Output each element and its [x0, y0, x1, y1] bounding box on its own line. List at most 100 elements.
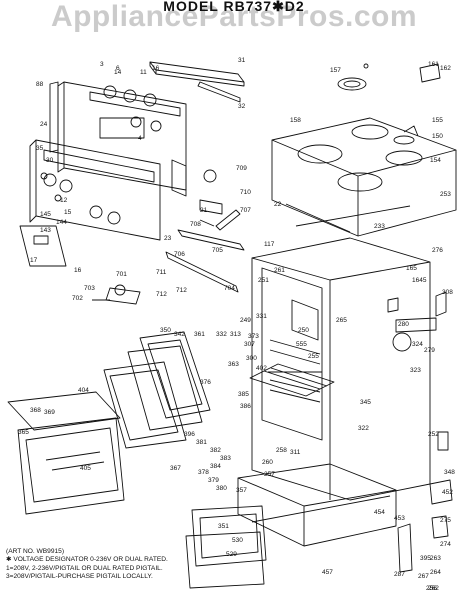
- part-label-705: 705: [212, 247, 223, 254]
- part-label-280: 280: [398, 321, 409, 328]
- part-label-143: 143: [40, 227, 51, 234]
- part-label-158: 158: [290, 117, 301, 124]
- part-label-351: 351: [218, 523, 229, 530]
- part-label-35: 35: [36, 145, 44, 152]
- part-label-253: 253: [440, 191, 451, 198]
- part-label-357: 357: [236, 487, 247, 494]
- part-label-707: 707: [240, 207, 251, 214]
- part-label-255: 255: [308, 353, 319, 360]
- part-label-265: 265: [336, 317, 347, 324]
- note-line-2: 1=208V, 2-236V/PIGTAIL OR DUAL RATED PIG…: [6, 564, 163, 572]
- part-label-6: 6: [116, 65, 120, 72]
- part-label-345: 345: [360, 399, 371, 406]
- part-label-307: 307: [244, 341, 255, 348]
- broiler-pan: [185, 505, 267, 589]
- part-label-365: 365: [18, 429, 29, 436]
- part-label-381: 381: [196, 439, 207, 446]
- part-label-454: 454: [374, 509, 385, 516]
- support-rails: [165, 209, 245, 293]
- part-label-22: 22: [274, 201, 282, 208]
- note-line-3: 3=208V/PIGTAIL-PURCHASE PIGTAIL LOCALLY.: [6, 573, 153, 581]
- front-control-panel: [29, 139, 187, 241]
- part-label-30: 30: [46, 157, 54, 164]
- part-label-369: 369: [44, 409, 55, 416]
- watermark-text: AppliancePartsPros.com: [50, 0, 418, 33]
- part-label-24: 24: [40, 121, 48, 128]
- part-label-165: 165: [406, 265, 417, 272]
- part-label-704: 704: [224, 285, 235, 292]
- part-label-709: 709: [236, 165, 247, 172]
- part-label-323: 323: [410, 367, 421, 374]
- part-label-348: 348: [444, 469, 455, 476]
- part-label-706: 706: [174, 251, 185, 258]
- note-line-1: ✱ VOLTAGE DESIGNATOR 0-236V OR DUAL RATE…: [6, 556, 168, 564]
- part-label-530: 530: [232, 537, 243, 544]
- part-label-256: 256: [426, 585, 437, 592]
- part-label-350: 350: [160, 327, 171, 334]
- part-label-21: 21: [200, 207, 208, 214]
- oven-door-frame: [103, 331, 211, 449]
- part-label-145: 145: [40, 211, 51, 218]
- part-label-157: 157: [330, 67, 341, 74]
- part-label-274: 274: [440, 541, 451, 548]
- part-label-251: 251: [258, 277, 269, 284]
- part-label-555: 555: [296, 341, 307, 348]
- part-label-263: 263: [430, 555, 441, 562]
- part-label-383: 383: [220, 455, 231, 462]
- part-label-257: 257: [264, 471, 275, 478]
- part-label-258: 258: [276, 447, 287, 454]
- small-hardware: [199, 63, 453, 573]
- part-label-708: 708: [190, 221, 201, 228]
- part-label-529: 529: [226, 551, 237, 558]
- art-number: (ART NO. WB9915): [6, 548, 65, 555]
- part-label-711: 711: [156, 269, 167, 276]
- part-label-16: 16: [74, 267, 82, 274]
- part-label-384: 384: [210, 463, 221, 470]
- part-label-402: 402: [256, 365, 267, 372]
- part-label-324: 324: [412, 341, 423, 348]
- part-label-3: 3: [100, 61, 104, 68]
- part-label-452: 452: [442, 489, 453, 496]
- part-label-264: 264: [430, 569, 441, 576]
- part-label-380: 380: [216, 485, 227, 492]
- part-label-144: 144: [56, 219, 67, 226]
- part-label-386: 386: [240, 403, 251, 410]
- part-label-395: 395: [420, 555, 431, 562]
- part-label-11: 11: [140, 69, 147, 76]
- cooktop: [271, 77, 457, 237]
- part-label-4: 4: [138, 135, 142, 142]
- part-label-154: 154: [430, 157, 441, 164]
- part-label-710: 710: [240, 189, 251, 196]
- timer-assembly: [92, 284, 141, 305]
- part-label-367: 367: [170, 465, 181, 472]
- part-label-300: 300: [246, 355, 257, 362]
- part-label-276: 276: [432, 247, 443, 254]
- part-label-382: 382: [210, 447, 221, 454]
- part-label-308: 308: [442, 289, 453, 296]
- part-label-249: 249: [240, 317, 251, 324]
- part-label-117: 117: [264, 241, 275, 248]
- part-label-311: 311: [290, 449, 301, 456]
- model-title: MODEL RB737✱D2: [163, 0, 305, 14]
- panel-end-cap: [19, 225, 67, 267]
- part-label-275: 275: [440, 517, 451, 524]
- part-label-17: 17: [30, 257, 38, 264]
- part-label-150: 150: [432, 133, 443, 140]
- part-label-332: 332: [216, 331, 227, 338]
- part-label-404: 404: [78, 387, 89, 394]
- part-label-252: 252: [428, 431, 439, 438]
- part-label-361: 361: [194, 331, 205, 338]
- part-label-378: 378: [198, 469, 209, 476]
- part-label-457: 457: [322, 569, 333, 576]
- part-label-373: 373: [248, 333, 259, 340]
- part-label-233: 233: [374, 223, 385, 230]
- part-label-703: 703: [84, 285, 95, 292]
- part-label-261: 261: [274, 267, 285, 274]
- part-label-379: 379: [208, 477, 219, 484]
- part-label-15: 15: [64, 209, 72, 216]
- part-label-23: 23: [164, 235, 172, 242]
- part-label-88: 88: [36, 81, 44, 88]
- part-label-32: 32: [238, 103, 246, 110]
- part-label-287: 287: [394, 571, 405, 578]
- part-label-701: 701: [116, 271, 127, 278]
